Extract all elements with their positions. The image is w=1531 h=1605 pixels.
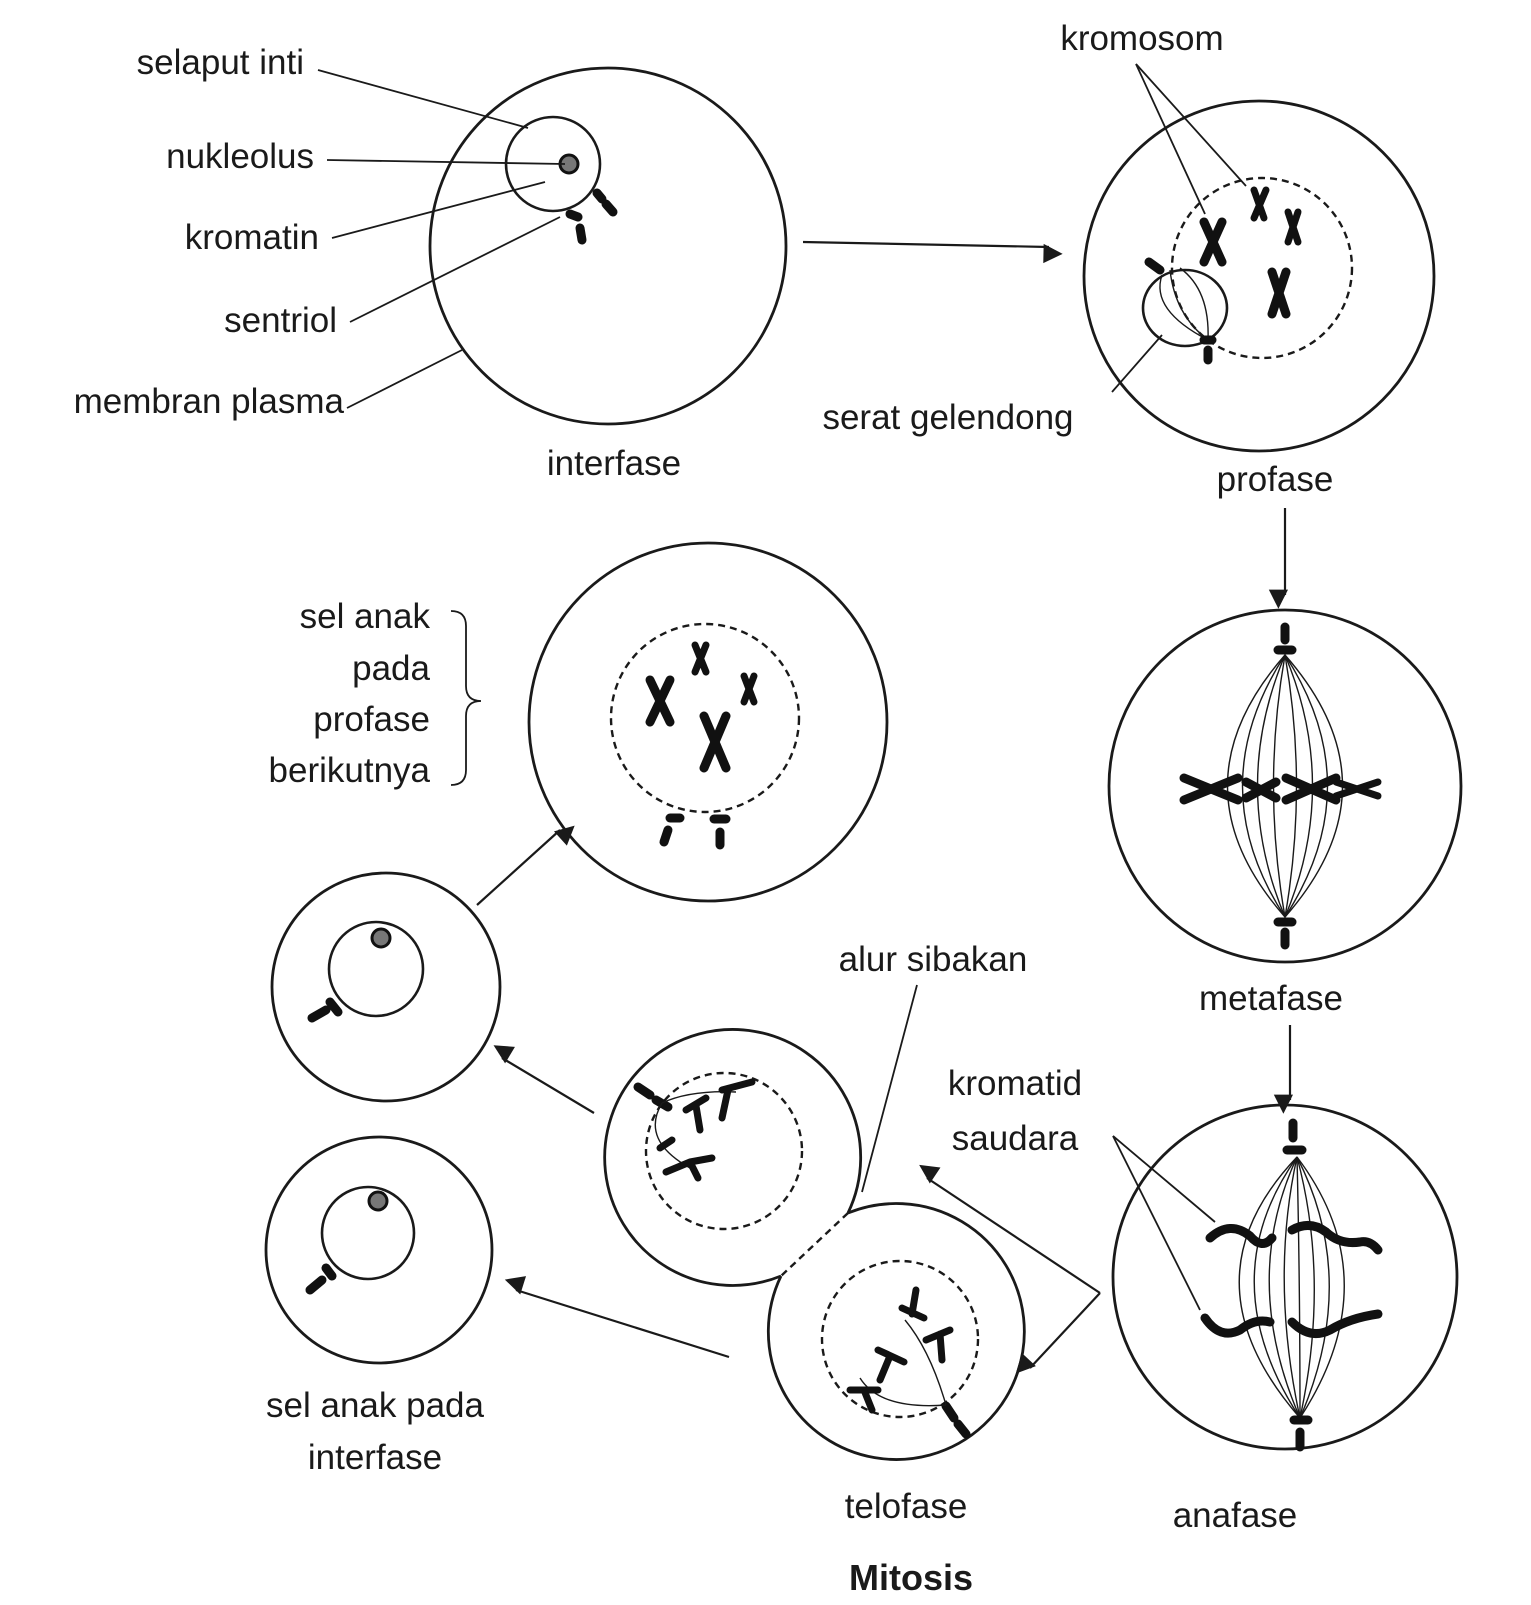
profase-leaders: [1111, 63, 1247, 393]
arrow-daughter-to-next-profase: [476, 825, 575, 906]
telofase-lower-chromosomes: [846, 1286, 971, 1439]
metafase-chromosomes: [1179, 773, 1382, 805]
telofase-cell: [603, 1028, 1026, 1461]
interfase-leaders: [317, 69, 566, 409]
next-profase-cell: [527, 541, 889, 903]
arrow-anafase-to-telofase-upper: [919, 1164, 1101, 1294]
label-sel-anak-pada: sel anak pada: [266, 1386, 484, 1425]
brace-sel-anak-profase: [450, 610, 482, 786]
leader-alur-sibakan: [861, 984, 918, 1193]
anafase-cell: [1111, 1103, 1459, 1452]
arrow-interfase-to-profase: [802, 240, 1063, 264]
anafase-spindle: [1238, 1156, 1345, 1419]
profase-chromosomes: [1199, 186, 1302, 319]
daughter-cell-lower: [264, 1135, 494, 1365]
label-anafase: anafase: [1173, 1496, 1298, 1535]
label-sel-anak: sel anak: [300, 597, 431, 636]
label-kromosom: kromosom: [1060, 19, 1223, 58]
label-serat-gelendong: serat gelendong: [822, 398, 1073, 437]
label-saudara: saudara: [952, 1119, 1079, 1158]
anafase-chromatids: [1200, 1221, 1383, 1339]
label-sentriol: sentriol: [224, 301, 337, 340]
label-kromatid: kromatid: [948, 1064, 1082, 1103]
label-profase-next: profase: [313, 700, 430, 739]
label-berikutnya: berikutnya: [269, 751, 431, 790]
profase-cell: [1082, 99, 1436, 453]
label-kromatin: kromatin: [185, 218, 319, 257]
arrow-anafase-to-telofase-lower: [1015, 1292, 1101, 1374]
label-membran-plasma: membran plasma: [74, 382, 345, 421]
anafase-leaders: [1112, 1135, 1216, 1311]
metafase-cell: [1107, 608, 1463, 964]
telofase-upper-chromosomes: [633, 1078, 756, 1182]
arrow-telofase-to-daughter-upper: [493, 1045, 595, 1114]
interfase-cell: [428, 66, 788, 426]
arrow-telofase-to-daughter-lower: [504, 1276, 730, 1359]
daughter-cell-upper: [270, 871, 502, 1103]
label-alur-sibakan: alur sibakan: [839, 940, 1028, 979]
diagram-title: Mitosis: [849, 1557, 973, 1598]
label-profase: profase: [1217, 460, 1334, 499]
label-selaput-inti: selaput inti: [137, 43, 304, 82]
label-telofase: telofase: [845, 1487, 968, 1526]
label-nukleolus: nukleolus: [166, 137, 314, 176]
label-metafase: metafase: [1199, 979, 1343, 1018]
next-profase-chromosomes: [645, 641, 758, 773]
label-interfase: interfase: [547, 444, 681, 483]
label-interfase-daughter: interfase: [308, 1438, 442, 1477]
label-pada: pada: [352, 649, 430, 688]
